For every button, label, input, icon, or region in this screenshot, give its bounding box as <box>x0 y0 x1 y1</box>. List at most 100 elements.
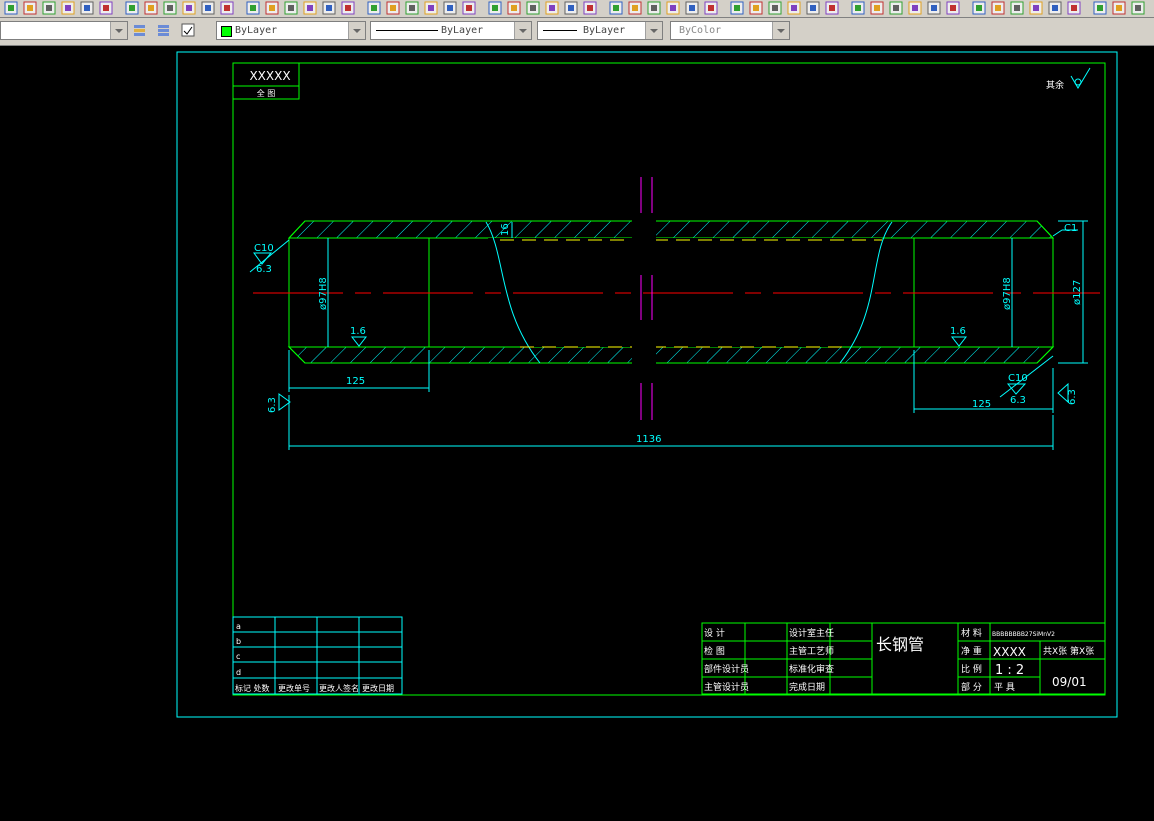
title-approval-2: 主管工艺师 <box>789 645 834 657</box>
dim-63-right-lower: 6.3 <box>1010 395 1026 406</box>
chevron-down-icon[interactable] <box>645 22 662 39</box>
toolbar-button-glyph <box>1071 5 1077 11</box>
title-approval-1: 设计室主任 <box>789 627 834 639</box>
dim-c10-right: C10 <box>1008 373 1028 384</box>
roughness-rest: 其余 <box>1046 67 1091 91</box>
toolbar-button-glyph <box>409 5 415 11</box>
dim-c10-left: C10 <box>254 243 274 254</box>
material-value: BBBBBBBB27SiMnV2 <box>992 631 1055 638</box>
part-name: 长钢管 <box>876 635 924 654</box>
dim-16-right: 1.6 <box>950 326 966 337</box>
toolbar-button-glyph <box>931 5 937 11</box>
toolbar-button-glyph <box>689 5 695 11</box>
plotstyle-dropdown[interactable]: ByColor <box>670 21 790 40</box>
toolbar-button-glyph <box>530 5 536 11</box>
toolbar-button-glyph <box>549 5 555 11</box>
linetype-dropdown-value: ByLayer <box>441 25 484 36</box>
toolbar-button-glyph <box>307 5 313 11</box>
toolbar-button-glyph <box>103 5 109 11</box>
chevron-down-icon[interactable] <box>110 22 127 39</box>
toolbar-button-glyph <box>950 5 956 11</box>
dim-c1-right: C1 <box>1064 223 1077 234</box>
toolbar-button-glyph <box>893 5 899 11</box>
drawing-canvas[interactable]: XXXXX 全 图 其余 <box>0 46 1154 821</box>
toolbar-button-glyph <box>511 5 517 11</box>
toolbar-button-glyph <box>148 5 154 11</box>
toolbar-button-glyph <box>708 5 714 11</box>
toolbar-button-glyph <box>84 5 90 11</box>
drawing-number: XXXXX <box>249 69 290 83</box>
toolbar-button-glyph <box>1014 5 1020 11</box>
toolbar-button-glyph <box>371 5 377 11</box>
toolbar-button-glyph <box>167 5 173 11</box>
sheets: 共X张 第X张 <box>1043 645 1094 657</box>
toolbar-button-glyph <box>587 5 593 11</box>
chevron-down-icon[interactable] <box>348 22 365 39</box>
toolbar-button-glyph <box>466 5 472 11</box>
toolbar-button-glyph <box>613 5 619 11</box>
lineweight-dropdown[interactable]: ByLayer <box>537 21 663 40</box>
layer-manager-icon[interactable] <box>180 22 196 38</box>
revision-header-1: 标记 处数 <box>235 683 270 693</box>
color-dropdown[interactable]: ByLayer <box>216 21 366 40</box>
weight-label: 净 重 <box>961 645 982 657</box>
toolbar-button-glyph <box>326 5 332 11</box>
layer-state-icon[interactable] <box>132 22 148 38</box>
toolbar-button-glyph <box>995 5 1001 11</box>
toolbar-button-glyph <box>447 5 453 11</box>
revision-row-d: d <box>236 668 241 677</box>
toolbar-button-glyph <box>269 5 275 11</box>
toolbar-button-glyph <box>428 5 434 11</box>
outer-frame <box>176 51 1118 718</box>
toolbar-button-glyph <box>224 5 230 11</box>
part-label: 部 分 <box>961 681 982 693</box>
toolbar-button-glyph <box>568 5 574 11</box>
dim-16: 16 <box>500 223 511 236</box>
toolbar-button-glyph <box>1033 5 1039 11</box>
toolbar-button-glyph <box>345 5 351 11</box>
weight-value: XXXX <box>993 645 1026 659</box>
roughness-rest-label: 其余 <box>1046 79 1064 91</box>
toolbar-button-glyph <box>288 5 294 11</box>
title-block: 设 计 检 图 部件设计员 主管设计员 设计室主任 主管工艺师 标准化审查 完成… <box>701 622 1106 695</box>
toolbar-button-glyph <box>976 5 982 11</box>
dim-63-left-top: 6.3 <box>256 264 272 275</box>
revision-header-3: 更改人签名 <box>319 683 359 693</box>
toolbar-button-glyph <box>670 5 676 11</box>
linetype-dropdown[interactable]: ByLayer <box>370 21 532 40</box>
layer-previous-icon[interactable] <box>156 22 172 38</box>
inner-border <box>232 62 1106 696</box>
dim-outer-dia: ø127 <box>1072 280 1083 305</box>
dimensions: 16 C1 C10 6.3 ø97H8 1.6 ø97H8 ø127 1.6 1… <box>249 220 1088 450</box>
revision-row-c: c <box>236 652 240 661</box>
chevron-down-icon[interactable] <box>772 22 789 39</box>
revision-row-a: a <box>236 622 241 631</box>
toolbar-button-glyph <box>651 5 657 11</box>
toolbar-button-glyph <box>1097 5 1103 11</box>
toolbar-button-glyph <box>874 5 880 11</box>
title-approval-4: 完成日期 <box>789 681 825 693</box>
toolbar-button-glyph <box>46 5 52 11</box>
toolbar-button-glyph <box>186 5 192 11</box>
part-value: 平 具 <box>994 682 1015 693</box>
dim-bore-left: ø97H8 <box>318 277 329 310</box>
break-lines <box>640 177 653 420</box>
toolbar-button-glyph <box>390 5 396 11</box>
scale-label: 比 例 <box>961 663 982 675</box>
dim-125-right: 125 <box>972 399 991 410</box>
lineweight-dropdown-value: ByLayer <box>583 25 626 36</box>
toolbar-button-glyph <box>1116 5 1122 11</box>
toolbar-button-glyph <box>829 5 835 11</box>
toolbar-button-glyph <box>492 5 498 11</box>
toolbar-button-glyph <box>632 5 638 11</box>
layer-dropdown[interactable] <box>0 21 128 40</box>
toolbar-button-glyph <box>1052 5 1058 11</box>
dim-1136: 1136 <box>636 434 661 445</box>
toolbar-button-glyph <box>205 5 211 11</box>
title-approval-3: 标准化审查 <box>789 663 834 675</box>
toolbar-button-glyph <box>855 5 861 11</box>
chevron-down-icon[interactable] <box>514 22 531 39</box>
revision-header-4: 更改日期 <box>362 683 394 693</box>
properties-toolbar: ByLayer ByLayer ByLayer ByColor <box>0 18 1154 46</box>
revision-table: a b c d 标记 处数 更改单号 更改人签名 更改日期 <box>232 616 403 695</box>
